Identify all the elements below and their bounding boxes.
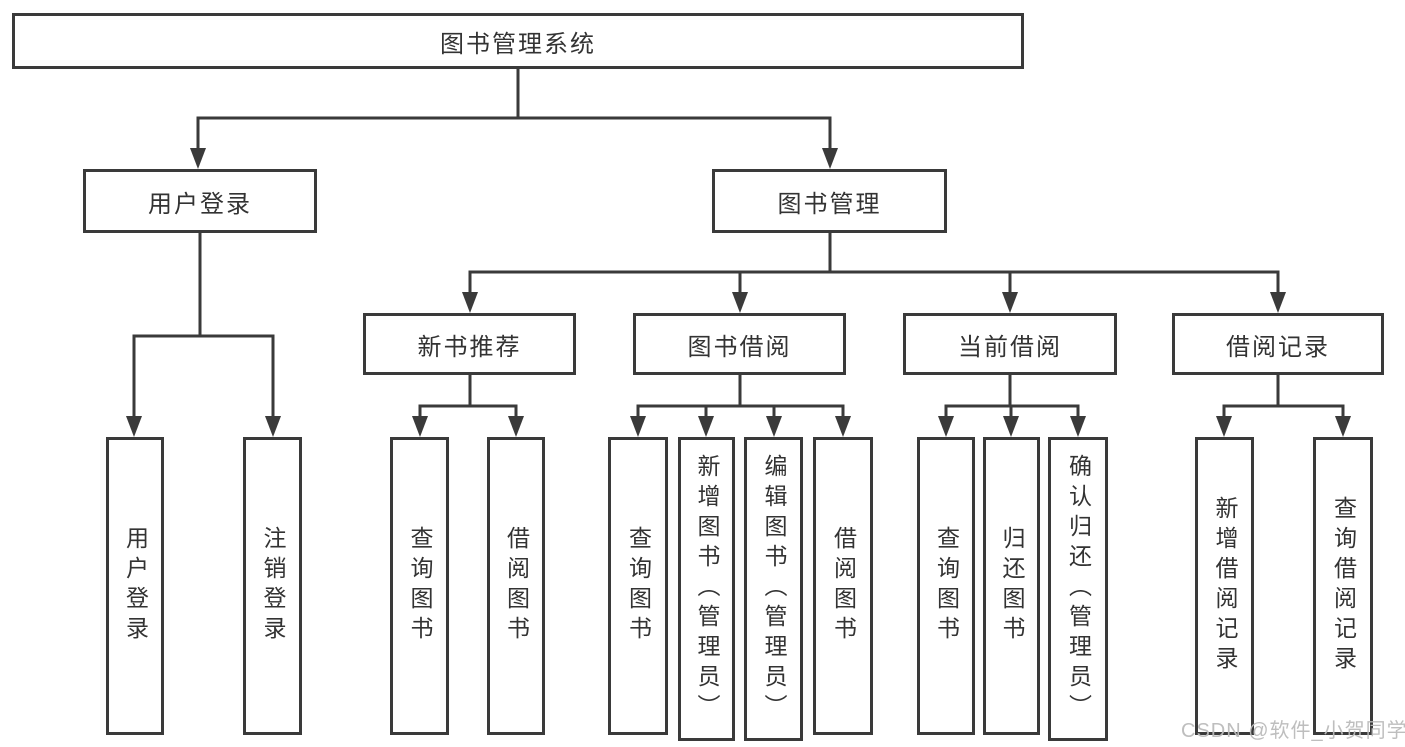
leaf-borrow-book-1: 借阅图书 [487,437,545,735]
leaf-logout: 注销登录 [243,437,302,735]
leaf-add-borrow-record: 新增借阅记录 [1195,437,1254,735]
node-borrow-records-label: 借阅记录 [1226,333,1330,361]
leaf-query-book-1-label: 查询图书 [407,526,433,646]
leaf-return-book: 归还图书 [983,437,1040,735]
node-current-borrow: 当前借阅 [903,313,1117,375]
node-root: 图书管理系统 [12,13,1024,69]
leaf-confirm-return-admin-label: 确认归还（管理员） [1065,454,1092,724]
leaf-query-borrow-record-label: 查询借阅记录 [1330,496,1357,676]
leaf-query-book-2-label: 查询图书 [625,526,652,646]
node-book-management: 图书管理 [712,169,947,233]
leaf-query-book-3: 查询图书 [917,437,975,735]
node-user-login-label: 用户登录 [148,190,252,218]
leaf-add-book-admin: 新增图书（管理员） [678,437,735,741]
leaf-return-book-label: 归还图书 [999,526,1025,646]
leaf-add-book-admin-label: 新增图书（管理员） [694,454,720,724]
leaf-edit-book-admin-label: 编辑图书（管理员） [761,454,787,724]
watermark: CSDN @软件_小贺同学 [1181,720,1405,742]
leaf-query-book-3-label: 查询图书 [933,526,960,646]
node-root-label: 图书管理系统 [440,30,596,58]
node-new-book-recommend: 新书推荐 [363,313,576,375]
leaf-confirm-return-admin: 确认归还（管理员） [1048,437,1108,741]
leaf-logout-label: 注销登录 [260,526,286,646]
node-book-management-label: 图书管理 [777,190,882,218]
leaf-query-book-1: 查询图书 [390,437,449,735]
leaf-user-login-label: 用户登录 [122,526,149,646]
leaf-query-book-2: 查询图书 [608,437,668,735]
leaf-borrow-book-2-label: 借阅图书 [830,526,857,646]
node-borrow-records: 借阅记录 [1172,313,1384,375]
node-book-borrow-label: 图书借阅 [687,333,792,361]
node-user-login: 用户登录 [83,169,317,233]
node-book-borrow: 图书借阅 [633,313,846,375]
node-new-book-recommend-label: 新书推荐 [417,333,522,361]
node-current-borrow-label: 当前借阅 [958,333,1062,361]
leaf-borrow-book-2: 借阅图书 [813,437,873,735]
leaf-query-borrow-record: 查询借阅记录 [1313,437,1373,735]
leaf-user-login: 用户登录 [106,437,164,735]
leaf-add-borrow-record-label: 新增借阅记录 [1212,496,1238,676]
leaf-borrow-book-1-label: 借阅图书 [503,526,530,646]
leaf-edit-book-admin: 编辑图书（管理员） [744,437,803,741]
